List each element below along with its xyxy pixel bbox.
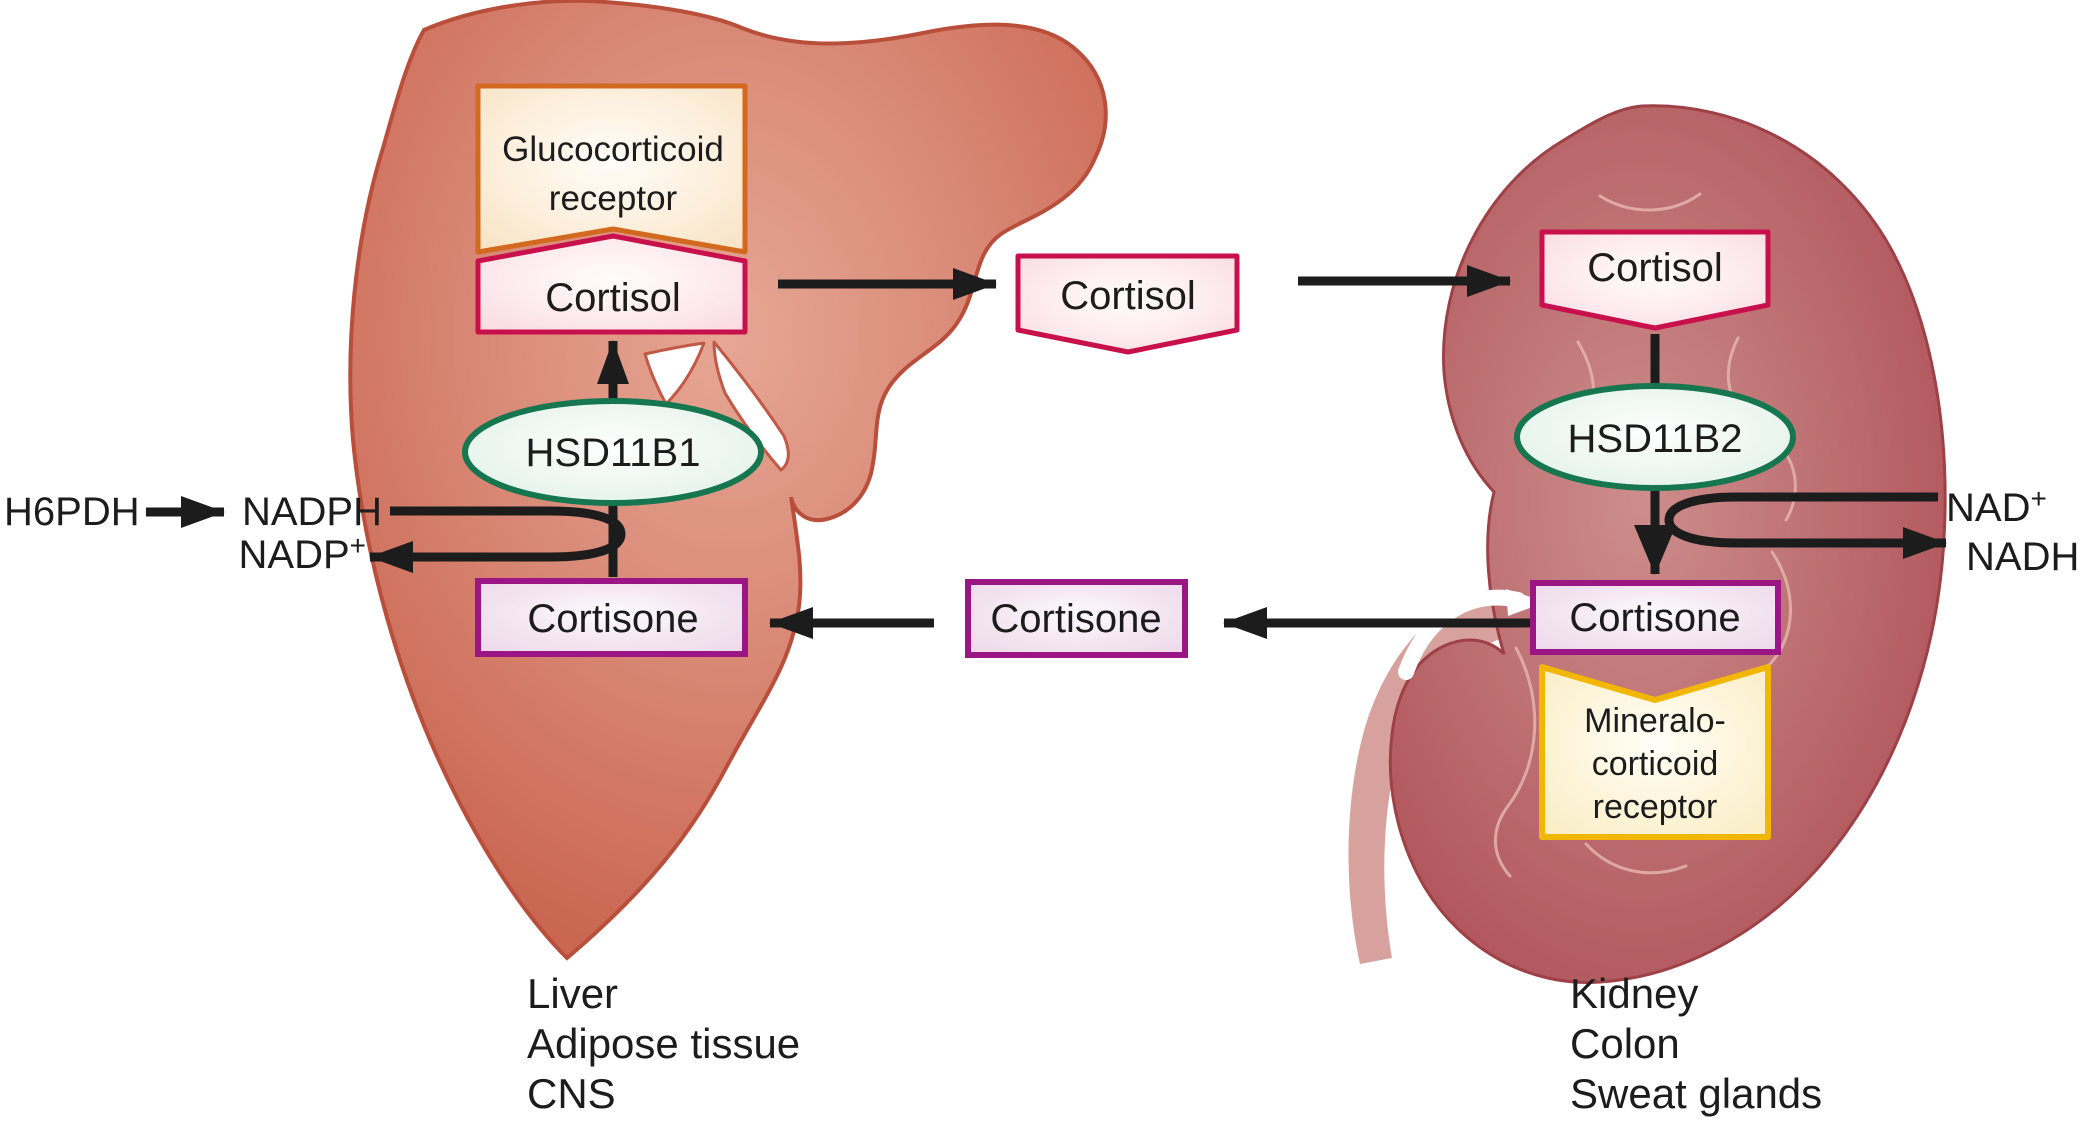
liver-tissue-label-2: Adipose tissue — [527, 1020, 800, 1067]
liver-cortisone-label: Cortisone — [527, 597, 698, 641]
glucocorticoid-receptor-node — [475, 83, 748, 255]
nad-label-sup: + — [2030, 483, 2046, 514]
nad-label: NAD+ — [1946, 483, 2047, 530]
mineralocorticoid-receptor-label-line2: corticoid — [1592, 745, 1719, 783]
hsd11b1-label: HSD11B1 — [526, 431, 701, 475]
mineralocorticoid-receptor-label-line3: receptor — [1593, 788, 1718, 826]
nad-label-base: NAD — [1946, 486, 2030, 530]
kidney-cortisol-label: Cortisol — [1587, 246, 1723, 290]
nadph-label: NADPH — [242, 490, 382, 534]
hsd11b2-label: HSD11B2 — [1568, 417, 1743, 461]
glucocorticoid-receptor-label-line2: receptor — [549, 179, 678, 218]
renal-pelvis-tip — [1506, 589, 1546, 616]
liver-tissue-label-1: Liver — [527, 970, 618, 1017]
nadh-label: NADH — [1966, 535, 2079, 579]
renal-pelvis-highlight — [1398, 589, 1526, 680]
liver-tissue-label-3: CNS — [527, 1070, 616, 1117]
liver-cortisone-node — [475, 578, 748, 657]
mineralocorticoid-receptor-node — [1539, 664, 1771, 840]
plasma-cortisol-label: Cortisol — [1060, 274, 1196, 318]
nodes — [462, 83, 1796, 840]
labels: Glucocorticoid receptor Cortisol HSD11B1… — [4, 130, 2079, 1117]
liver-cleft-small — [643, 341, 706, 406]
liver-cleft-large — [712, 340, 790, 472]
kidney-tissue-label-1: Kidney — [1570, 970, 1698, 1017]
hsd11b1-enzyme-node — [462, 398, 764, 506]
nadp-label: NADP+ — [239, 530, 367, 577]
kidney-cortisol-node — [1539, 229, 1771, 331]
nadp-label-sup: + — [350, 530, 366, 561]
nadp-label-base: NADP — [239, 533, 350, 577]
mineralocorticoid-receptor-label-line1: Mineralo- — [1584, 702, 1726, 740]
kidney-cortisone-label: Cortisone — [1569, 596, 1740, 640]
plasma-cortisone-label: Cortisone — [990, 597, 1161, 641]
kidney-tissue-label-3: Sweat glands — [1570, 1070, 1822, 1117]
liver-cortisol-label: Cortisol — [545, 276, 681, 320]
kidney-tissue-label-2: Colon — [1570, 1020, 1680, 1067]
hsd11b2-enzyme-node — [1514, 383, 1796, 491]
arrow-nadph-nadp-cycle — [369, 506, 626, 573]
plasma-cortisone-node — [965, 579, 1188, 658]
glucocorticoid-receptor-label-line1: Glucocorticoid — [502, 130, 724, 169]
liver-cortisol-node — [475, 233, 748, 335]
h6pdh-label: H6PDH — [4, 490, 140, 534]
plasma-cortisol-node — [1015, 253, 1240, 355]
ureter-shape — [1348, 588, 1514, 964]
kidney-cortisone-node — [1530, 580, 1781, 655]
arrow-nad-nadh-cycle — [1664, 492, 1947, 559]
